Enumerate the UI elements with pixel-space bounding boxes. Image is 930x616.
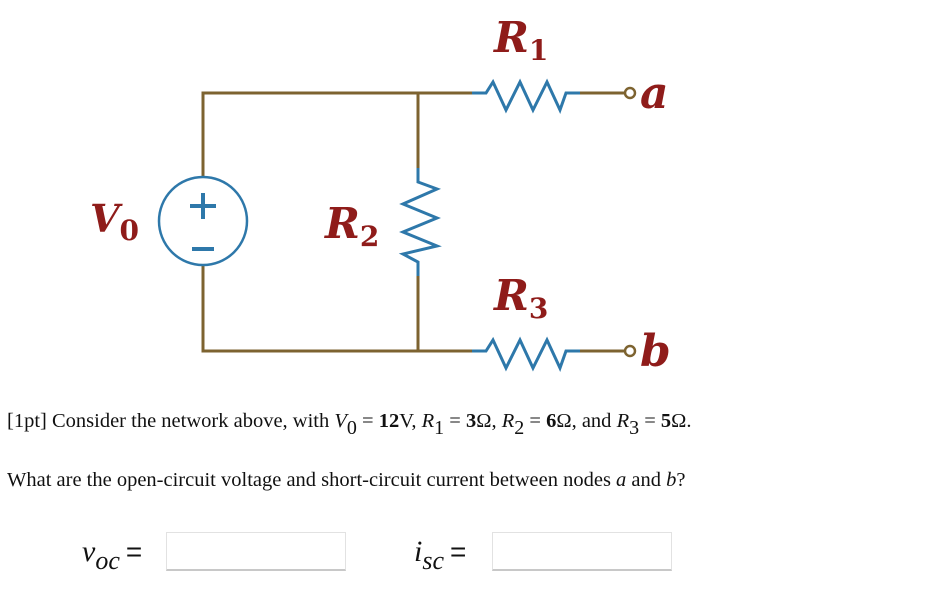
resistor-r3 [472, 336, 580, 372]
equals: = [444, 410, 466, 432]
r3-sub: 3 [629, 417, 640, 439]
resistor-r2 [398, 168, 442, 276]
r1-sub: 1 [434, 417, 445, 439]
wire-top [201, 91, 474, 179]
isc-label: isc [414, 535, 444, 574]
voc-answer-row: voc = [82, 530, 142, 574]
resistor-r1 [472, 78, 580, 114]
label-r2: R2 [324, 199, 379, 253]
equals: = [639, 410, 661, 432]
v0-unit: V [399, 410, 412, 432]
separator: , [411, 410, 422, 432]
isc-input[interactable] [492, 532, 672, 571]
r2-unit: Ω [556, 410, 572, 432]
label-r1: R1 [493, 13, 548, 67]
question-text: What are the open-circuit voltage and sh… [7, 469, 686, 492]
wire-bottom [201, 263, 474, 353]
isc-sub: sc [422, 546, 445, 575]
r1-value: 3 [465, 410, 477, 432]
r1-symbol: R [421, 410, 435, 432]
voc-input[interactable] [166, 532, 346, 571]
isc-symbol: i [414, 535, 423, 568]
question-pre: What are the open-circuit voltage and sh… [7, 469, 617, 491]
label-node-b: b [640, 326, 671, 377]
r2-value: 6 [546, 410, 557, 432]
voltage-source [157, 175, 249, 267]
intro-text: Consider the network above, with [46, 410, 335, 432]
voc-sub: oc [95, 546, 120, 575]
terminal-a [623, 86, 637, 100]
source-circle [157, 175, 249, 267]
label-v0: V0 [90, 196, 139, 247]
v0-symbol: V [334, 410, 347, 432]
equals: = [524, 410, 547, 432]
problem-statement: [1pt] Consider the network above, with V… [7, 410, 692, 438]
terminal-b [623, 344, 637, 358]
question-mid: and [626, 469, 667, 491]
period: . [686, 410, 692, 432]
v0-sub: 0 [346, 417, 357, 439]
node-a-ref: a [616, 469, 627, 491]
wires [201, 91, 626, 353]
plus-icon [190, 193, 216, 219]
separator: , [491, 410, 502, 432]
r1-unit: Ω [476, 410, 492, 432]
label-r3: R3 [493, 271, 548, 325]
voc-equals: = [125, 536, 143, 567]
equals: = [356, 410, 379, 432]
circuit-diagram: R1 R2 R3 V0 a b [90, 13, 671, 377]
voc-label: voc [82, 535, 120, 574]
r3-unit: Ω [671, 410, 687, 432]
v0-value: 12 [378, 410, 400, 432]
voc-symbol: v [82, 535, 96, 568]
r2-sub: 2 [514, 417, 525, 439]
points-tag: [1pt] [7, 410, 47, 432]
isc-answer-row: isc = [414, 530, 466, 574]
label-node-a: a [640, 68, 669, 119]
isc-equals: = [450, 536, 467, 567]
r2-symbol: R [501, 410, 515, 432]
question-end: ? [676, 469, 686, 491]
and-text: , and [571, 410, 617, 432]
r3-symbol: R [616, 410, 630, 432]
r3-value: 5 [660, 410, 672, 432]
node-b-ref: b [666, 469, 677, 491]
